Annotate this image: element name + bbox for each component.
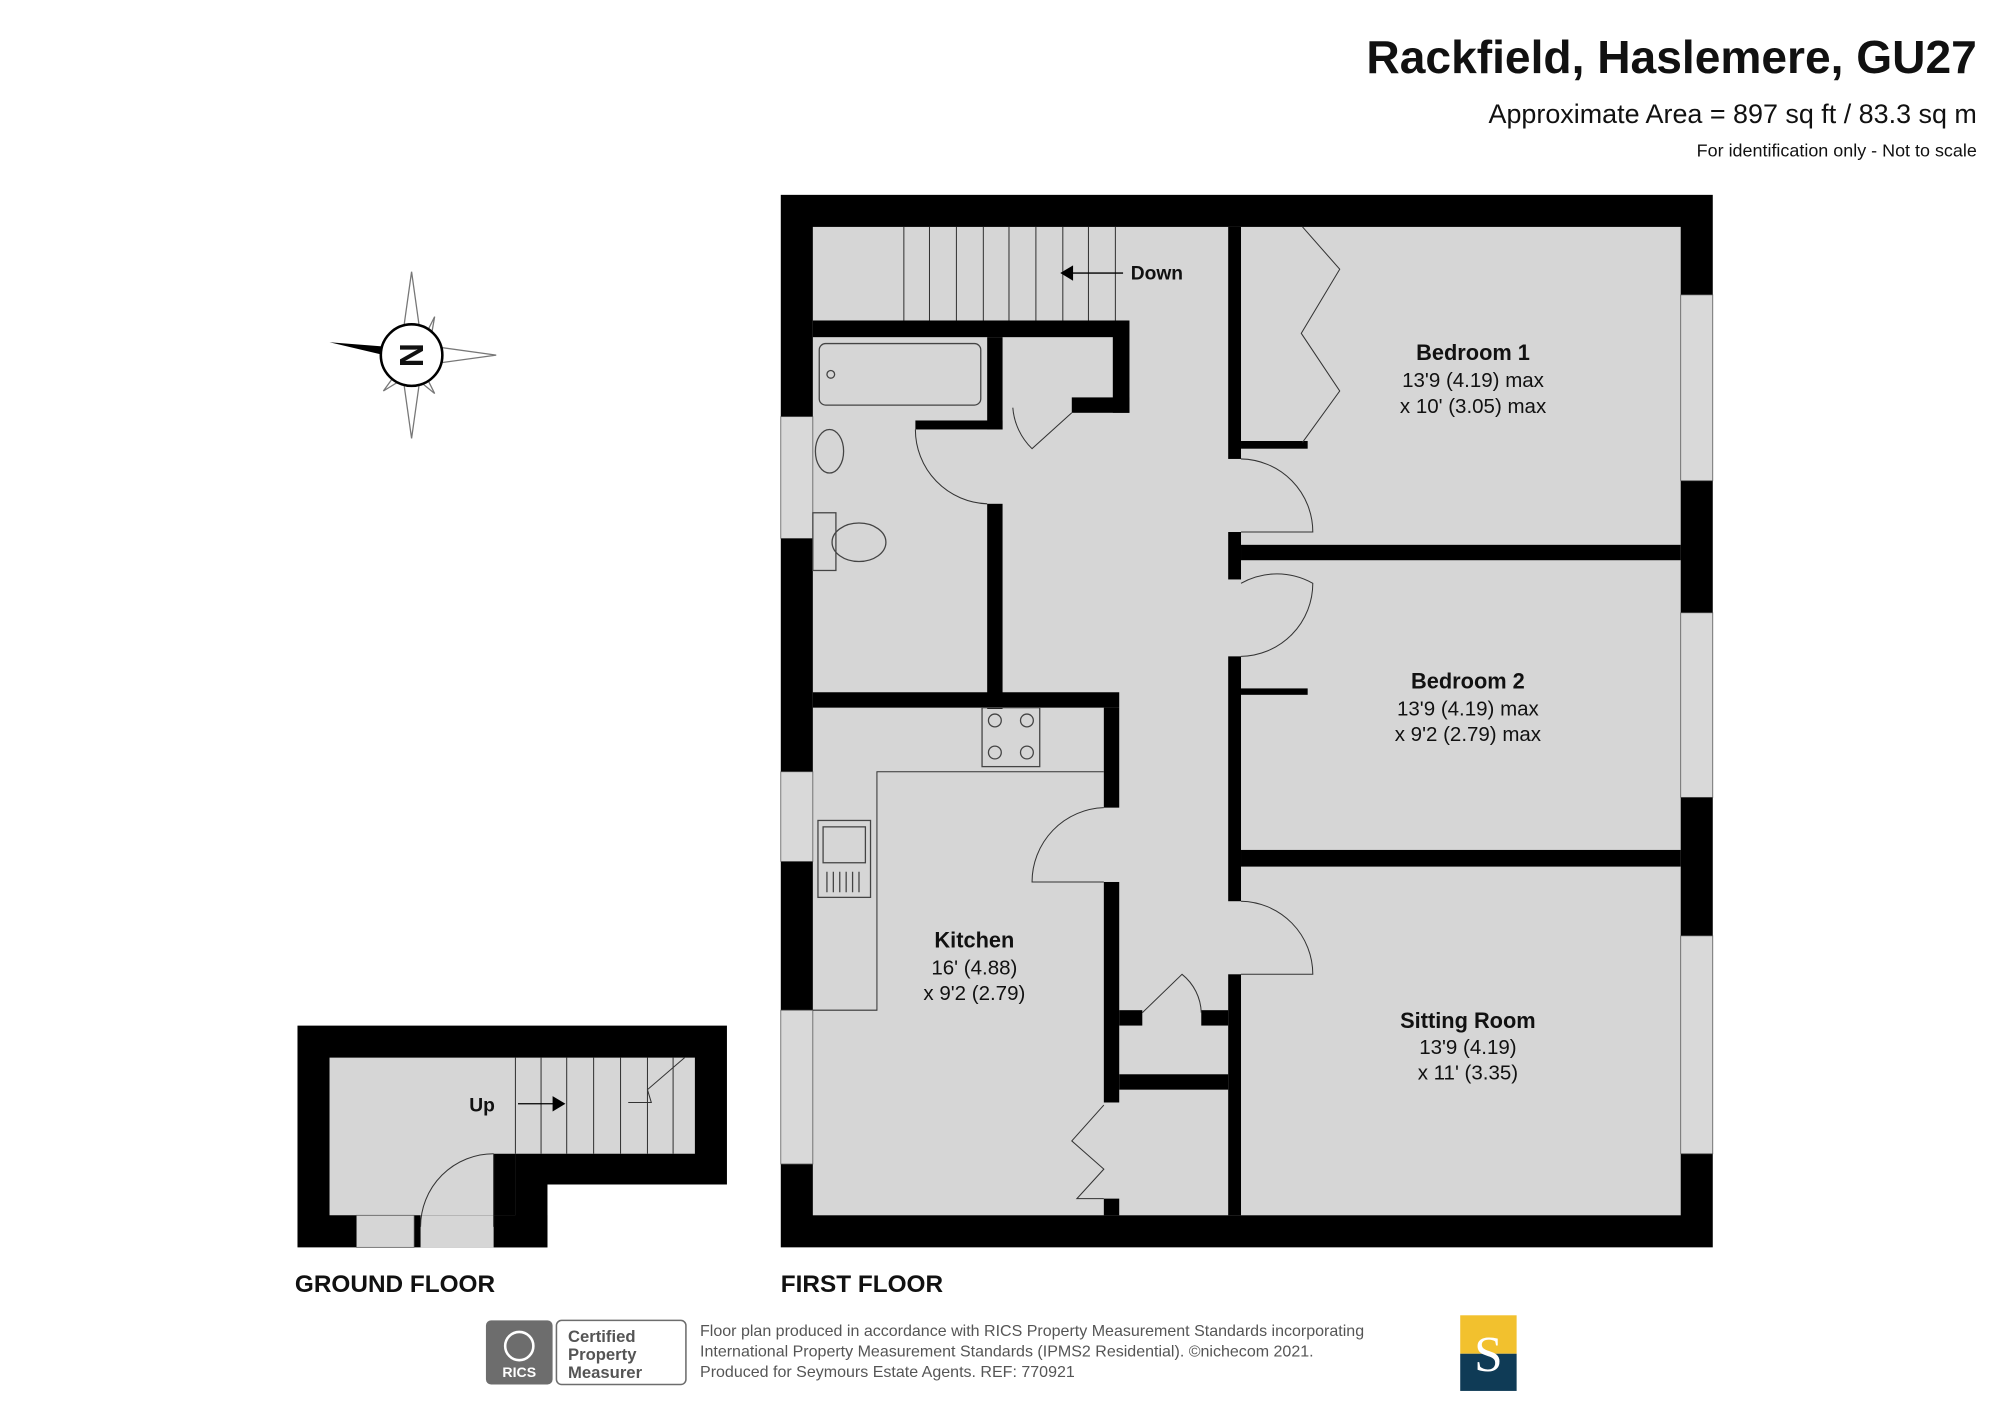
scale-note: For identification only - Not to scale — [1697, 140, 1977, 160]
footer-text-line-1: Floor plan produced in accordance with R… — [700, 1322, 1364, 1340]
window — [780, 771, 814, 862]
window — [1680, 935, 1714, 1155]
footer-text-line-3: Produced for Seymours Estate Agents. REF… — [700, 1363, 1075, 1381]
room-kitchen: Kitchen 16' (4.88) x 9'2 (2.79) — [923, 927, 1025, 1005]
svg-text:Measurer: Measurer — [568, 1363, 643, 1382]
sink-icon — [817, 819, 872, 899]
svg-text:Property: Property — [568, 1345, 637, 1364]
first-floor-label: FIRST FLOOR — [781, 1271, 944, 1298]
window — [780, 416, 814, 539]
stairs-down: Down — [903, 226, 1183, 321]
ground-floor-label: GROUND FLOOR — [295, 1271, 496, 1298]
stairs-up-label: Up — [469, 1095, 495, 1116]
window — [1680, 294, 1714, 482]
room-bedroom-2: Bedroom 2 13'9 (4.19) max x 9'2 (2.79) m… — [1395, 668, 1542, 746]
stairs-down-label: Down — [1131, 263, 1183, 284]
compass-icon: N — [329, 271, 497, 439]
svg-text:Bedroom 1: Bedroom 1 — [1416, 340, 1530, 365]
hob-icon — [981, 707, 1041, 768]
rics-badge: RICS Certified Property Measurer — [485, 1319, 687, 1386]
svg-text:Kitchen: Kitchen — [934, 927, 1014, 952]
window — [1680, 612, 1714, 798]
svg-text:Certified: Certified — [568, 1327, 636, 1346]
svg-text:x 11' (3.35): x 11' (3.35) — [1418, 1061, 1518, 1084]
agent-logo: S — [1460, 1315, 1517, 1391]
svg-text:13'9 (4.19): 13'9 (4.19) — [1419, 1036, 1516, 1059]
svg-text:16' (4.88): 16' (4.88) — [931, 956, 1017, 979]
svg-text:13'9 (4.19) max: 13'9 (4.19) max — [1397, 697, 1540, 720]
toilet-icon — [812, 512, 837, 572]
approximate-area: Approximate Area = 897 sq ft / 83.3 sq m — [1489, 99, 1977, 129]
basin-icon — [814, 428, 845, 474]
bath-icon — [818, 342, 982, 406]
room-bedroom-1: Bedroom 1 13'9 (4.19) max x 10' (3.05) m… — [1400, 340, 1547, 418]
svg-text:x 9'2 (2.79) max: x 9'2 (2.79) max — [1395, 723, 1542, 746]
first-floor-plan: Down — [780, 194, 1714, 1248]
footer-text-line-2: International Property Measurement Stand… — [700, 1342, 1314, 1360]
svg-text:Sitting Room: Sitting Room — [1400, 1008, 1536, 1033]
property-title: Rackfield, Haslemere, GU27 — [1366, 31, 1976, 83]
svg-text:x 9'2 (2.79): x 9'2 (2.79) — [923, 982, 1025, 1005]
svg-text:RICS: RICS — [502, 1364, 536, 1380]
window — [780, 1009, 814, 1165]
room-sitting-room: Sitting Room 13'9 (4.19) x 11' (3.35) — [1400, 1008, 1536, 1084]
ground-floor-plan: Up — [297, 1025, 727, 1248]
svg-text:Bedroom 2: Bedroom 2 — [1411, 668, 1525, 693]
svg-text:13'9 (4.19) max: 13'9 (4.19) max — [1402, 369, 1545, 392]
svg-text:x 10' (3.05) max: x 10' (3.05) max — [1400, 395, 1547, 418]
compass-north-label: N — [392, 343, 429, 367]
svg-text:S: S — [1474, 1327, 1503, 1384]
